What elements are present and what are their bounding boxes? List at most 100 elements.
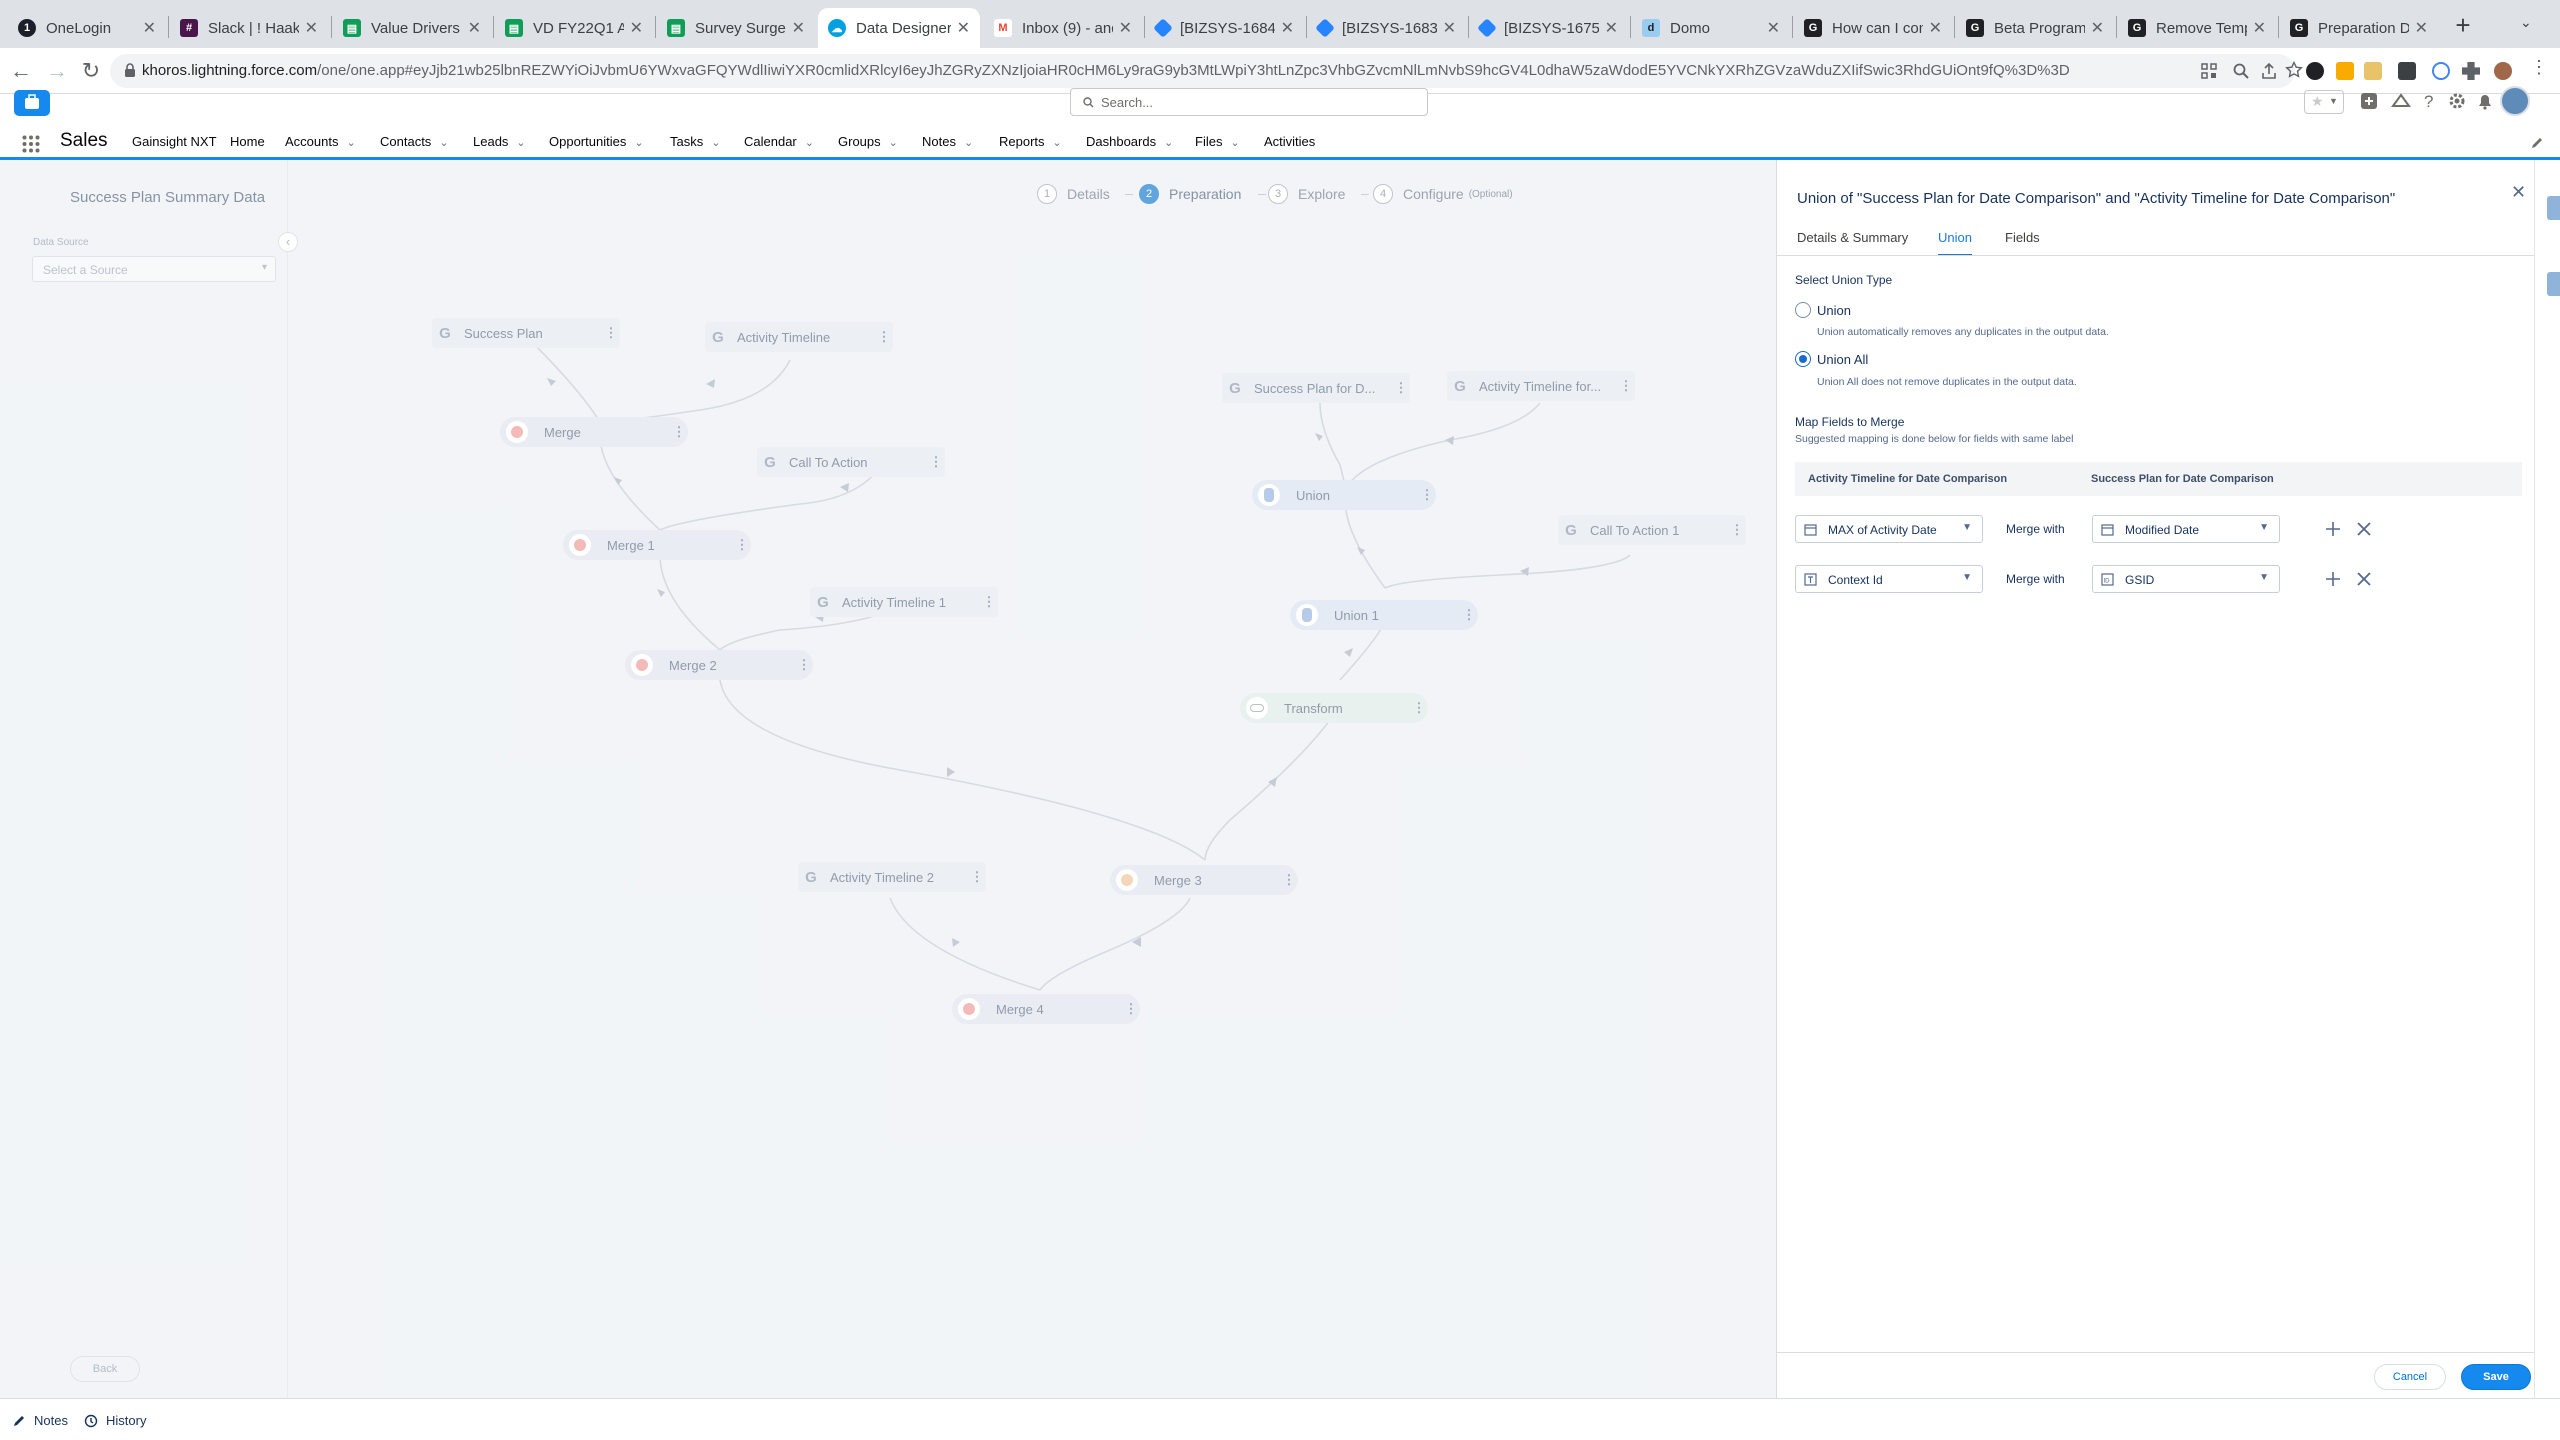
node-menu-icon[interactable]: ⋮	[877, 329, 891, 344]
notifications-bell-icon[interactable]	[2474, 90, 2496, 112]
union-all-radio-label[interactable]: Union All	[1817, 352, 1869, 367]
node-menu-icon[interactable]: ⋮	[1412, 700, 1426, 715]
chevron-down-icon[interactable]: ⌄	[516, 137, 526, 149]
tab-details-summary[interactable]: Details & Summary	[1797, 230, 1908, 254]
close-tab-icon[interactable]: ✕	[2252, 20, 2266, 37]
chevron-down-icon[interactable]: ⌄	[963, 137, 974, 149]
close-tab-icon[interactable]: ✕	[2414, 20, 2428, 37]
share-icon[interactable]	[2260, 62, 2278, 80]
extension-icon[interactable]	[2336, 62, 2354, 80]
salesforce-logo-icon[interactable]	[14, 90, 50, 116]
canvas-node-merge[interactable]: Merge⋮	[500, 417, 688, 447]
close-tab-icon[interactable]: ✕	[791, 20, 805, 37]
cancel-button[interactable]: Cancel	[2374, 1364, 2446, 1390]
help-icon[interactable]: ?	[2418, 90, 2440, 112]
close-tab-icon[interactable]: ✕	[1928, 20, 1942, 37]
add-mapping-icon[interactable]	[2324, 570, 2342, 588]
nav-item-calendar[interactable]: Calendar⌄	[744, 134, 814, 149]
browser-tab-active[interactable]: ☁ Data Designer - G ✕	[818, 8, 980, 48]
side-tab-icon[interactable]	[2547, 272, 2560, 296]
close-tab-icon[interactable]: ✕	[1280, 20, 1294, 37]
data-source-select[interactable]: Select a Source ▾	[32, 256, 276, 282]
node-menu-icon[interactable]: ⋮	[672, 424, 686, 439]
nav-item-groups[interactable]: Groups⌄	[838, 134, 898, 149]
profile-avatar-icon[interactable]	[2494, 62, 2512, 80]
extension-icon[interactable]	[2364, 62, 2382, 80]
browser-tab[interactable]: G Preparation Deta ✕	[2280, 8, 2438, 48]
remove-mapping-icon[interactable]	[2355, 520, 2373, 538]
browser-tab[interactable]: ▤ Survey Surge Jun ✕	[657, 8, 815, 48]
close-tab-icon[interactable]: ✕	[1442, 20, 1456, 37]
chevron-down-icon[interactable]: ⌄	[1230, 137, 1240, 149]
node-menu-icon[interactable]: ⋮	[1394, 380, 1408, 395]
add-mapping-icon[interactable]	[2324, 520, 2342, 538]
union-all-radio[interactable]	[1795, 351, 1811, 367]
browser-tab[interactable]: G Beta Program Inv ✕	[1956, 8, 2114, 48]
canvas-node-merge-4[interactable]: Merge 4⋮	[952, 994, 1140, 1024]
user-avatar[interactable]	[2500, 86, 2530, 116]
bookmark-star-icon[interactable]	[2285, 61, 2303, 79]
utility-history[interactable]: History	[84, 1413, 146, 1428]
close-tab-icon[interactable]: ✕	[304, 20, 318, 37]
node-menu-icon[interactable]: ⋮	[1124, 1001, 1138, 1016]
browser-tab[interactable]: # Slack | ! Haakon ✕	[170, 8, 328, 48]
right-field-select[interactable]: Modified Date ▼	[2092, 515, 2280, 543]
canvas-node-transform[interactable]: Transform⋮	[1240, 693, 1428, 723]
extension-icon[interactable]	[2306, 62, 2324, 80]
browser-tab[interactable]: ▤ Value Drivers Q1 ✕	[333, 8, 491, 48]
canvas-node-union[interactable]: Union⋮	[1252, 480, 1436, 510]
close-tab-icon[interactable]: ✕	[629, 20, 643, 37]
nav-item-files[interactable]: Files⌄	[1195, 134, 1240, 149]
browser-tab[interactable]: 1 OneLogin ✕	[8, 8, 166, 48]
browser-tab[interactable]: ▤ VD FY22Q1 Analy ✕	[495, 8, 653, 48]
url-text[interactable]: khoros.lightning.force.com/one/one.app#e…	[142, 62, 2142, 79]
favorites-star-icon[interactable]: ★▼	[2304, 90, 2344, 114]
nav-item-home[interactable]: Home	[230, 134, 265, 149]
app-launcher-icon[interactable]	[22, 135, 40, 153]
zoom-icon[interactable]	[2232, 62, 2250, 80]
browser-tab[interactable]: G Remove Templat ✕	[2118, 8, 2276, 48]
save-button[interactable]: Save	[2461, 1364, 2531, 1390]
nav-item-accounts[interactable]: Accounts⌄	[285, 134, 356, 149]
browser-tab[interactable]: M Inbox (9) - andre ✕	[984, 8, 1142, 48]
back-button[interactable]: Back	[70, 1356, 140, 1382]
address-bar[interactable]: khoros.lightning.force.com/one/one.app#e…	[110, 54, 2303, 88]
node-menu-icon[interactable]: ⋮	[1619, 378, 1633, 393]
forward-arrow-icon[interactable]: →	[46, 58, 68, 83]
nav-item-dashboards[interactable]: Dashboards⌄	[1086, 134, 1173, 149]
canvas-node-merge-2[interactable]: Merge 2⋮	[625, 650, 813, 680]
nav-item-tasks[interactable]: Tasks⌄	[670, 134, 720, 149]
node-menu-icon[interactable]: ⋮	[735, 537, 749, 552]
node-menu-icon[interactable]: ⋮	[1420, 487, 1434, 502]
close-tab-icon[interactable]: ✕	[142, 20, 156, 37]
global-actions-icon[interactable]	[2358, 90, 2380, 112]
close-tab-icon[interactable]: ✕	[1604, 20, 1618, 37]
close-tab-icon[interactable]: ✕	[1766, 20, 1780, 37]
nav-item-leads[interactable]: Leads⌄	[473, 134, 526, 149]
close-tab-icon[interactable]: ✕	[467, 20, 481, 37]
tab-fields[interactable]: Fields	[2005, 230, 2040, 254]
left-field-select[interactable]: Context Id ▼	[1795, 565, 1983, 593]
browser-tab[interactable]: [BIZSYS-16840] ✕	[1146, 8, 1304, 48]
extension-icon[interactable]	[2432, 62, 2450, 80]
browser-tab[interactable]: [BIZSYS-16839] ✕	[1308, 8, 1466, 48]
remove-mapping-icon[interactable]	[2355, 570, 2373, 588]
chevron-down-icon[interactable]: ⌄	[1164, 137, 1174, 149]
setup-gear-icon[interactable]	[2446, 90, 2468, 112]
chevron-down-icon[interactable]: ⌄	[346, 137, 356, 149]
chevron-down-icon[interactable]: ⌄	[1052, 137, 1062, 149]
nav-item-opportunities[interactable]: Opportunities⌄	[549, 134, 644, 149]
node-menu-icon[interactable]: ⋮	[929, 454, 943, 469]
node-menu-icon[interactable]: ⋮	[604, 325, 618, 340]
node-menu-icon[interactable]: ⋮	[970, 869, 984, 884]
global-search-input[interactable]: Search...	[1070, 88, 1428, 116]
